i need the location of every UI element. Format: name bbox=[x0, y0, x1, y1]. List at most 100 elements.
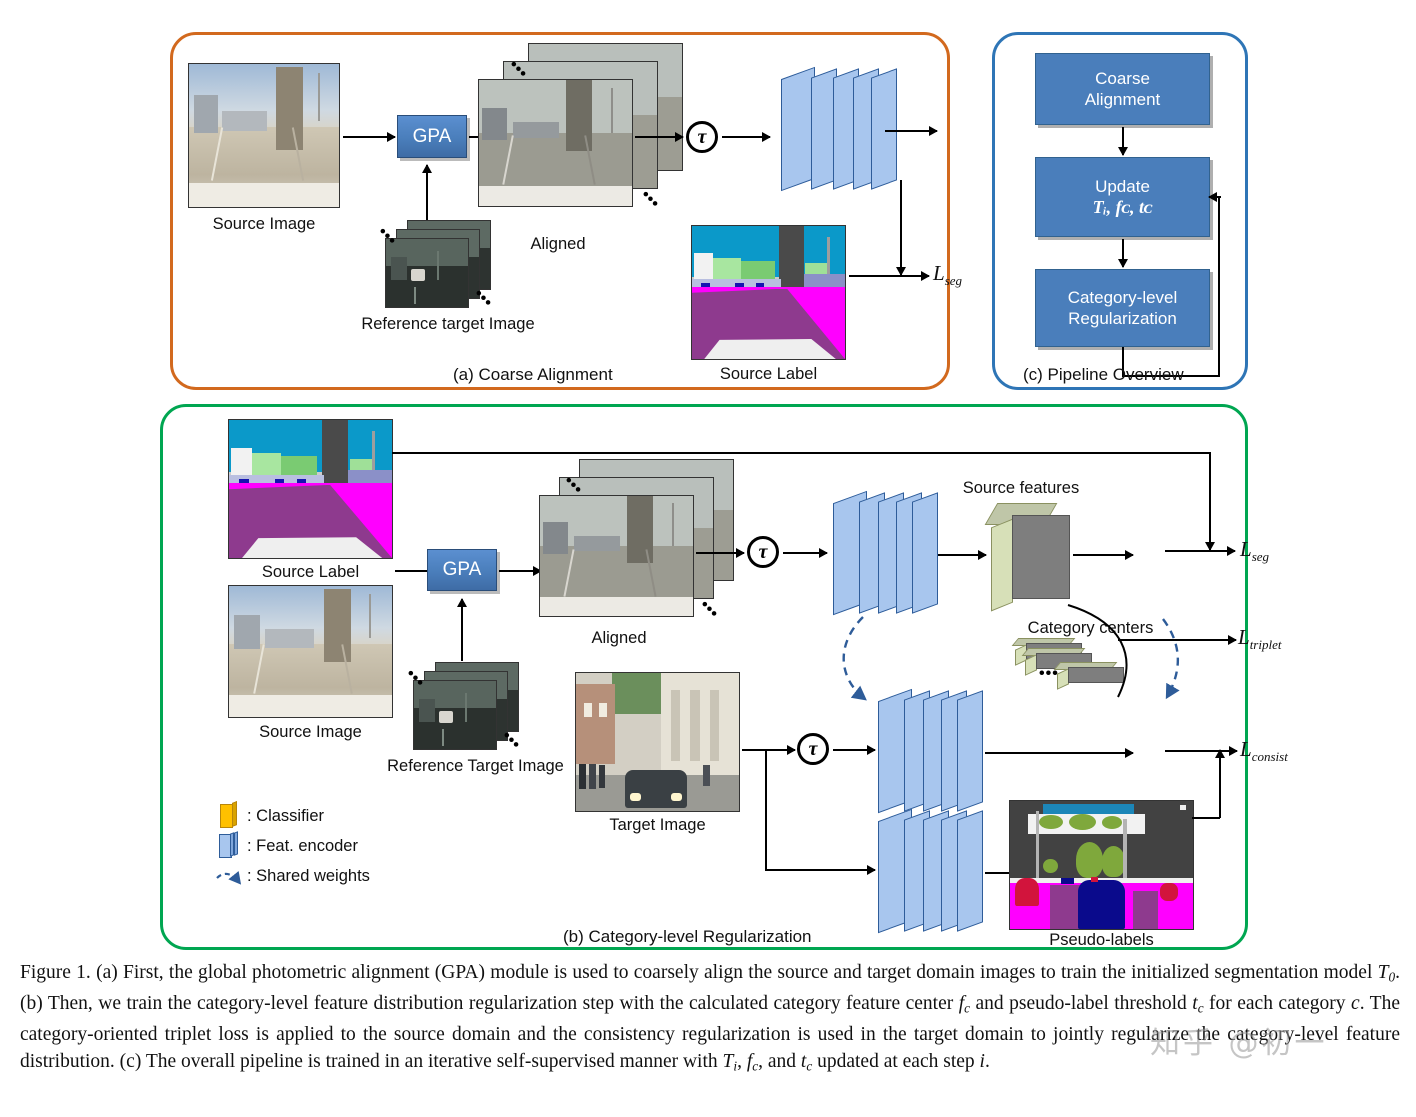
caption-tc2: t bbox=[800, 1050, 807, 1072]
figure-caption: Figure 1. (a) First, the global photomet… bbox=[20, 960, 1400, 1110]
arrow-features-to-classifier-b bbox=[1073, 550, 1134, 560]
source-image-caption-b: Source Image bbox=[259, 723, 362, 741]
gpa-module-b[interactable]: GPA bbox=[427, 549, 497, 591]
target-image-caption-b: Target Image bbox=[609, 816, 706, 834]
panel-pipeline-overview: Coarse Alignment Update Tᵢ, fᴄ, tᴄ Categ… bbox=[992, 32, 1248, 390]
arrow-target-to-encoder3-b bbox=[765, 865, 876, 875]
caption-prefix: Figure 1. (a) First, the global photomet… bbox=[20, 962, 1378, 983]
line-pseudolabels-right-b bbox=[1192, 817, 1220, 819]
feedback-loop-bottom-c bbox=[1122, 375, 1220, 377]
caption-fc: f bbox=[958, 993, 965, 1015]
loss-seg-symbol-b: L bbox=[1240, 537, 1252, 561]
arrow-ref-to-gpa-a bbox=[422, 164, 432, 220]
arrow-classifier-to-lseg-b bbox=[1165, 546, 1236, 556]
reference-target-image-caption-b: Reference Target Image bbox=[387, 757, 564, 775]
legend-item-classifier-label: : Classifier bbox=[247, 806, 325, 825]
line-sourcelabel-to-lseg-b bbox=[392, 452, 1210, 454]
category-centers-bars-b: ••• bbox=[1011, 638, 1145, 695]
aligned-caption-b: Aligned bbox=[591, 629, 647, 647]
caption-fc2-sub: c bbox=[752, 1058, 759, 1074]
classifier-a bbox=[879, 63, 921, 193]
panel-c-label: (c) Pipeline Overview bbox=[1023, 365, 1184, 384]
tau-node-a: τ bbox=[686, 121, 718, 153]
aligned-stack-a: ••• ••• bbox=[478, 43, 693, 223]
feature-encoder-source-b bbox=[833, 490, 948, 616]
caption-c: c bbox=[1351, 993, 1360, 1015]
pipeline-step-2-line1: Category-level bbox=[1067, 288, 1178, 307]
arrow-encoder2-to-classifier-b bbox=[985, 748, 1134, 758]
watermark: 知乎 @初一 bbox=[1150, 1026, 1328, 1061]
gpa-module-a[interactable]: GPA bbox=[397, 115, 467, 158]
arrow-sourcelabel-down-b bbox=[1205, 452, 1215, 551]
legend-item-shared-weights-label: : Shared weights bbox=[247, 866, 370, 885]
legend-item-shared-weights: : Shared weights bbox=[213, 863, 370, 889]
feature-encoder-pseudo-b bbox=[878, 808, 993, 934]
caption-fc2: f bbox=[746, 1050, 753, 1072]
loss-seg-label-b: Lseg bbox=[1240, 537, 1269, 565]
pseudo-labels-caption-b: Pseudo-labels bbox=[1049, 931, 1154, 949]
arrow-tau-to-encoder-source-b bbox=[783, 548, 828, 558]
arrow-target-to-tau2-b bbox=[765, 745, 796, 755]
legend-item-classifier: : Classifier bbox=[213, 800, 325, 829]
caption-i: i bbox=[979, 1050, 985, 1072]
caption-part4: for each category bbox=[1203, 993, 1352, 1015]
arrow-tau2-to-encoder-b bbox=[833, 745, 876, 755]
arrow-c-step0-to-step1 bbox=[1118, 127, 1128, 156]
arrow-classifier2-to-lconsist-b bbox=[1165, 746, 1238, 756]
figure-canvas: Source Image ••• ••• Refe bbox=[160, 32, 1288, 950]
pipeline-step-coarse-alignment[interactable]: Coarse Alignment bbox=[1035, 53, 1210, 125]
pipeline-step-1-math: Tᵢ, fᴄ, tᴄ bbox=[1092, 197, 1153, 217]
category-centers-caption-b: Category centers bbox=[1027, 619, 1154, 637]
caption-part9: . bbox=[984, 1050, 990, 1072]
caption-part7: , and bbox=[758, 1050, 801, 1072]
pipeline-step-update[interactable]: Update Tᵢ, fᴄ, tᴄ bbox=[1035, 157, 1210, 237]
arrow-source-to-gpa-a bbox=[343, 132, 396, 142]
aligned-caption-a: Aligned bbox=[530, 235, 586, 253]
caption-part3: and pseudo-label threshold bbox=[970, 993, 1193, 1015]
panel-b-label: (b) Category-level Regularization bbox=[563, 927, 812, 946]
loss-seg-symbol-a: L bbox=[933, 261, 945, 285]
arrow-gpa-to-aligned-b bbox=[499, 566, 542, 576]
source-label-caption-b: Source Label bbox=[261, 563, 360, 581]
source-features-cube-b bbox=[984, 503, 1073, 612]
loss-consist-subscript-b: consist bbox=[1251, 749, 1288, 765]
arrow-to-ltriplet-b bbox=[1118, 635, 1237, 645]
source-image-caption-a: Source Image bbox=[212, 215, 316, 233]
arrow-encoder-to-features-b bbox=[938, 550, 987, 560]
reference-target-image-caption-a: Reference target Image bbox=[361, 315, 535, 333]
classifier-swatch-icon bbox=[213, 800, 243, 829]
caption-t0: T bbox=[1377, 962, 1389, 983]
reference-target-stack-a: ••• ••• bbox=[374, 220, 505, 312]
pipeline-step-category-level-regularization[interactable]: Category-level Regularization bbox=[1035, 269, 1210, 347]
arrow-tau-to-encoder-a bbox=[722, 132, 771, 142]
source-label-photo-a bbox=[691, 225, 846, 360]
source-image-photo-a bbox=[188, 63, 340, 208]
pipeline-step-1-line1: Update bbox=[1095, 177, 1150, 196]
loss-triplet-label-b: Ltriplet bbox=[1238, 625, 1282, 653]
loss-seg-label-a: Lseg bbox=[933, 261, 962, 289]
arrow-classifier-down-a bbox=[896, 180, 906, 276]
legend-b: : Classifier : Feat. encoder bbox=[213, 800, 493, 913]
feedback-loop-arrow-c bbox=[1208, 192, 1221, 202]
reference-target-stack-b: ••• ••• bbox=[402, 662, 533, 754]
caption-tc: t bbox=[1192, 993, 1198, 1015]
ellipsis-dots: ••• bbox=[696, 596, 723, 623]
caption-tc2-sub: c bbox=[806, 1058, 813, 1074]
arrow-aligned-to-tau-a bbox=[635, 132, 684, 142]
loss-triplet-subscript-b: triplet bbox=[1249, 637, 1282, 653]
ellipsis-dots: ••• bbox=[1039, 665, 1059, 682]
arrow-c-step1-to-step2 bbox=[1118, 239, 1128, 268]
tau-node-source-b: τ bbox=[747, 536, 779, 568]
loss-consist-symbol-b: L bbox=[1240, 737, 1252, 761]
target-image-photo-b bbox=[575, 672, 740, 812]
arrow-encoder-to-classifier-a bbox=[885, 126, 938, 136]
source-label-photo-b bbox=[228, 419, 393, 559]
pipeline-step-0-line1: Coarse bbox=[1095, 69, 1150, 88]
panel-category-level-regularization: Source Label Source Image GPA bbox=[160, 404, 1288, 950]
panel-coarse-alignment: Source Image ••• ••• Refe bbox=[170, 32, 962, 390]
panel-a-label: (a) Coarse Alignment bbox=[453, 365, 613, 384]
legend-item-feature-encoder-label: : Feat. encoder bbox=[247, 836, 358, 855]
legend-item-feature-encoder: : Feat. encoder bbox=[213, 831, 358, 859]
source-label-caption-a: Source Label bbox=[719, 365, 818, 383]
arrow-ref-to-gpa-b bbox=[457, 598, 467, 661]
